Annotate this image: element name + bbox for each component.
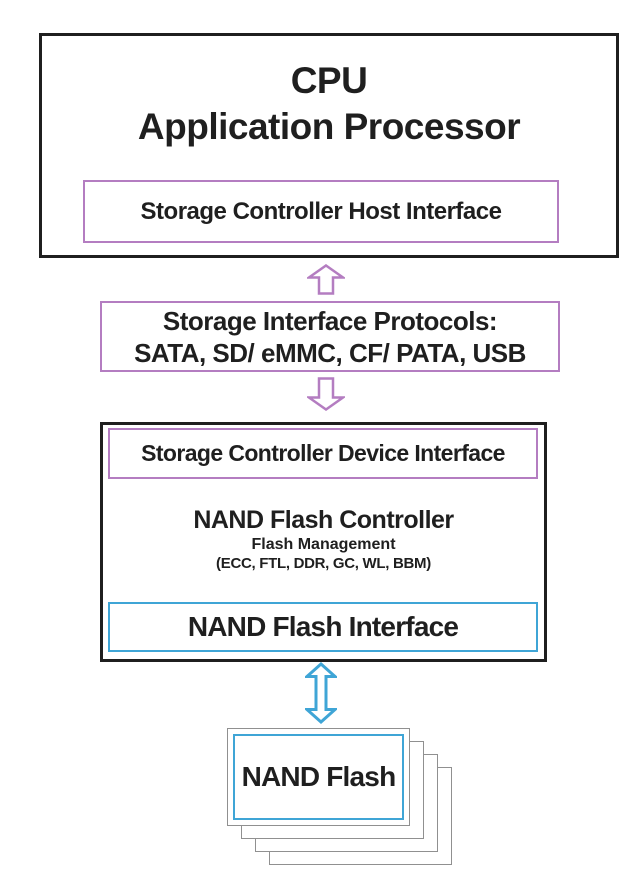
down-arrow-icon bbox=[307, 377, 345, 411]
storage-controller-host-interface-label: Storage Controller Host Interface bbox=[140, 197, 502, 225]
cpu-title: CPU bbox=[290, 60, 368, 101]
nand-flash-controller-box: Storage Controller Device Interface NAND… bbox=[100, 422, 547, 662]
protocols-list: SATA, SD/ eMMC, CF/ PATA, USB bbox=[134, 337, 526, 368]
nand-flash-label: NAND Flash bbox=[241, 761, 397, 792]
nand-flash-controller-title: NAND Flash Controller bbox=[193, 506, 454, 534]
up-arrow-icon bbox=[307, 264, 345, 295]
storage-interface-protocols-box: Storage Interface Protocols: SATA, SD/ e… bbox=[100, 301, 560, 372]
nand-flash-inner-box: NAND Flash bbox=[233, 734, 404, 820]
double-arrow-icon bbox=[305, 662, 337, 724]
nand-flash-interface-label: NAND Flash Interface bbox=[187, 611, 459, 642]
flash-management-functions: (ECC, FTL, DDR, GC, WL, BBM) bbox=[216, 555, 431, 572]
nand-flash-box: NAND Flash bbox=[227, 728, 410, 826]
cpu-application-processor-box: CPU Application Processor Storage Contro… bbox=[39, 33, 619, 258]
nand-flash-stack: NAND Flash bbox=[227, 728, 457, 868]
storage-controller-host-interface-box: Storage Controller Host Interface bbox=[83, 180, 559, 243]
application-processor-title: Application Processor bbox=[137, 106, 521, 147]
nand-flash-interface-box: NAND Flash Interface bbox=[108, 602, 538, 652]
protocols-title: Storage Interface Protocols: bbox=[162, 305, 498, 336]
storage-controller-device-interface-box: Storage Controller Device Interface bbox=[108, 428, 538, 479]
storage-controller-device-interface-label: Storage Controller Device Interface bbox=[141, 440, 505, 466]
flash-management-label: Flash Management bbox=[251, 536, 396, 553]
